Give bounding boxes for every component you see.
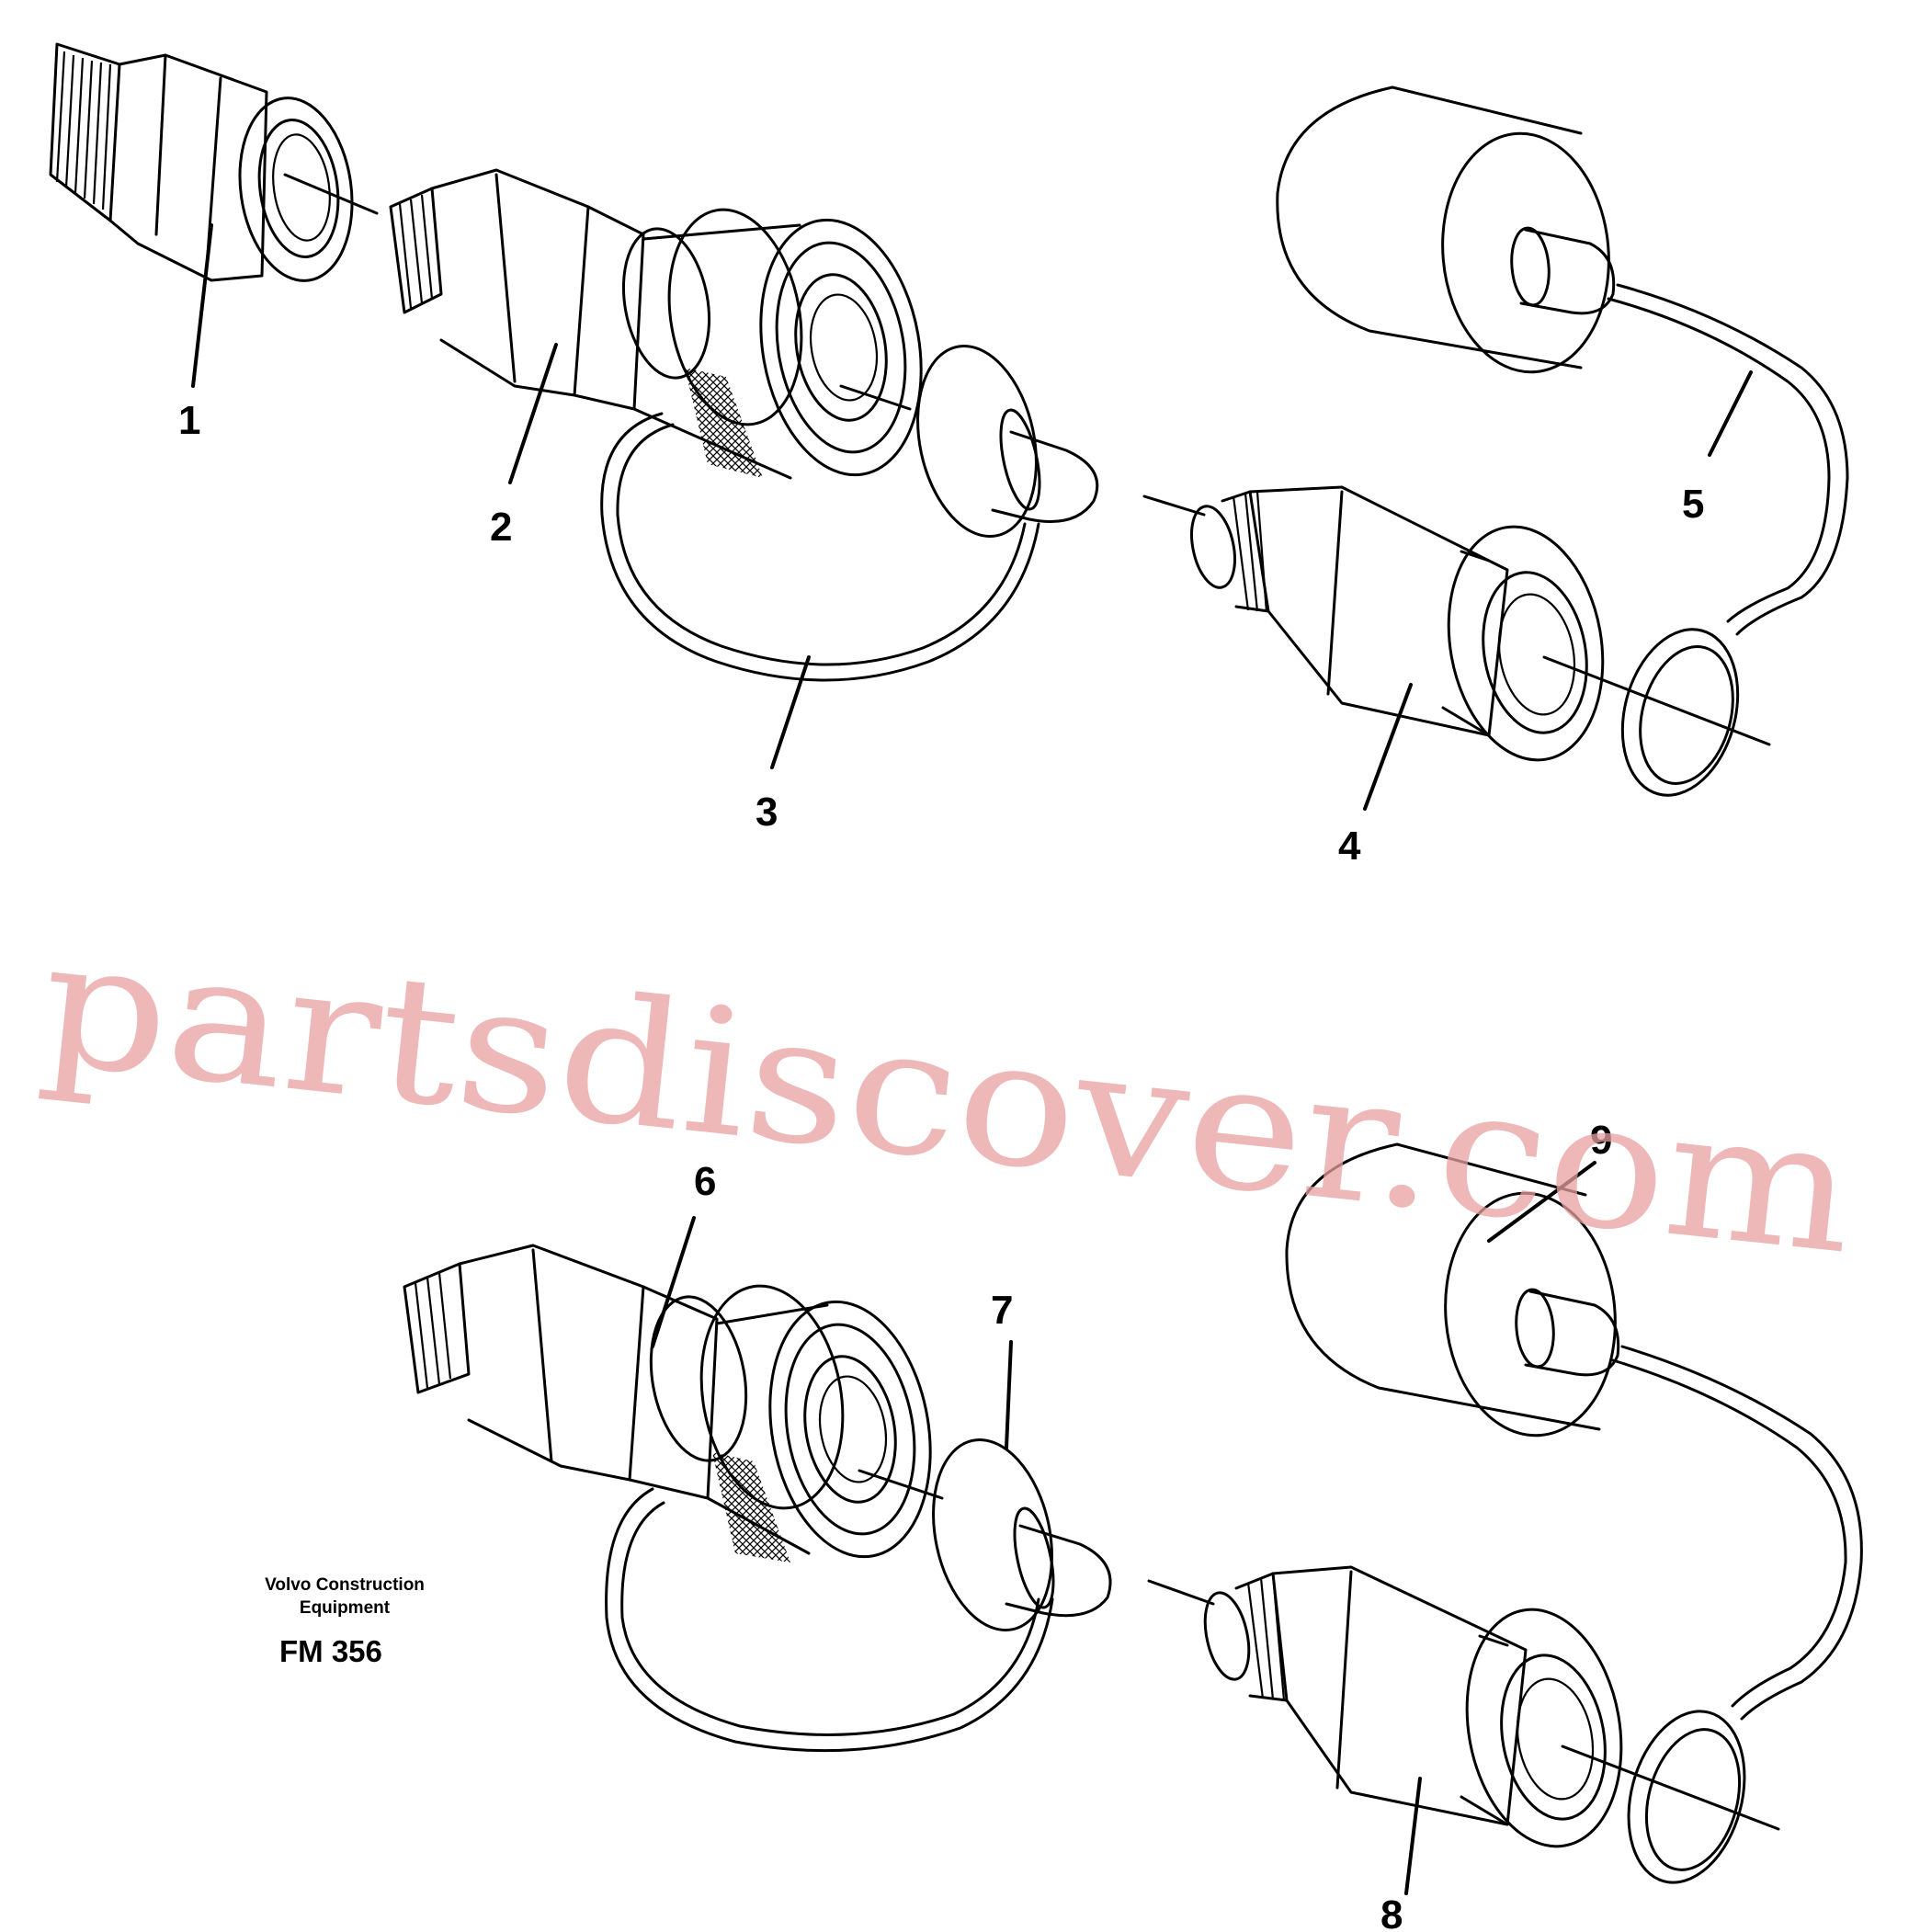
callout-1: 1 <box>178 398 200 443</box>
dust-plug-part-7 <box>605 1438 1112 1753</box>
figure-code: FM 356 <box>279 1634 382 1668</box>
credit-line-1: Volvo Construction <box>265 1575 425 1595</box>
callout-3: 3 <box>756 790 778 835</box>
callout-7: 7 <box>991 1288 1013 1333</box>
adapter-part-1 <box>49 42 354 282</box>
dust-cap-part-5 <box>1276 85 1849 797</box>
callout-5: 5 <box>1682 482 1704 527</box>
watermark: partsdiscover.com <box>32 901 1863 1293</box>
nipple-part-4 <box>1142 485 1605 762</box>
callout-6: 6 <box>694 1159 716 1204</box>
callout-2: 2 <box>490 505 512 550</box>
dust-plug-part-3 <box>600 344 1099 682</box>
nipple-part-8 <box>1147 1565 1623 1848</box>
top-leader-lines <box>191 223 1753 811</box>
callout-8: 8 <box>1380 1892 1403 1932</box>
bottom-leader-lines <box>651 1161 1596 1895</box>
credit-line-2: Equipment <box>300 1598 391 1618</box>
callout-9: 9 <box>1590 1118 1612 1163</box>
coupler-part-6 <box>403 1244 932 1563</box>
callout-4: 4 <box>1338 824 1361 869</box>
coupler-part-2 <box>389 168 923 480</box>
dust-cap-part-9 <box>1285 1142 1863 1884</box>
